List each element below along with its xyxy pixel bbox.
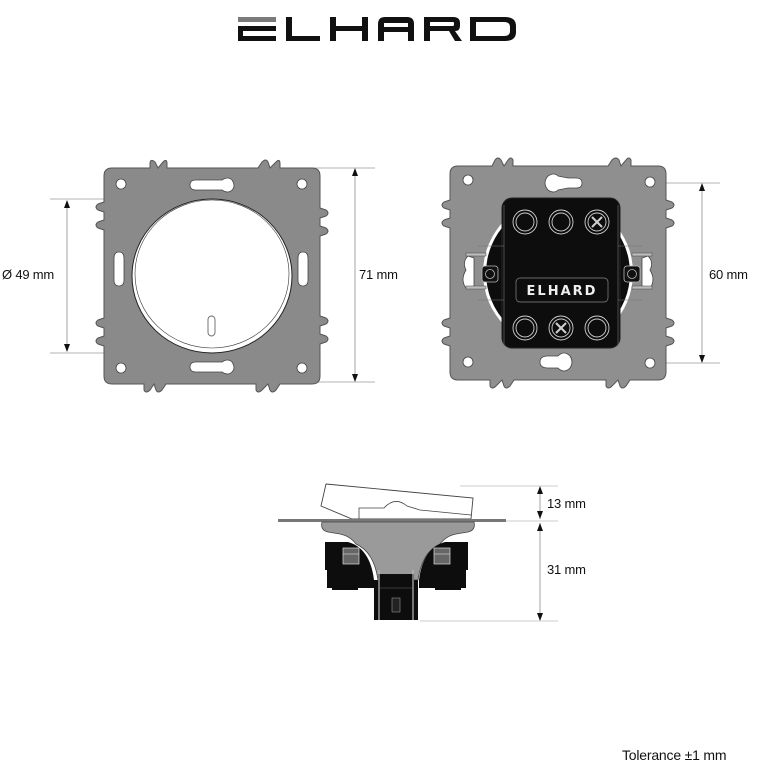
spring-icon	[391, 597, 401, 613]
front-view: Ø 49 mm 71 mm	[0, 150, 398, 400]
height-label: 71 mm	[359, 267, 398, 282]
tolerance-note: Tolerance ±1 mm	[622, 747, 727, 763]
mechanism-logo: ELHARD	[527, 284, 598, 299]
brand-logo	[236, 8, 520, 48]
diameter-label: Ø 49 mm	[2, 267, 55, 282]
depth-label: 31 mm	[547, 562, 586, 577]
back-view-drawing: ELHARD	[441, 157, 720, 389]
led-indicator-icon	[207, 315, 216, 337]
protrusion-label: 13 mm	[547, 496, 586, 511]
elhard-wordmark-icon	[238, 17, 516, 41]
front-view-drawing	[50, 159, 375, 393]
side-view: 13 mm 31 mm	[260, 470, 600, 630]
back-view: ELHARD 60 mm	[380, 150, 760, 400]
screw-icon	[555, 216, 603, 334]
side-view-drawing	[278, 483, 558, 622]
fixing-distance-label: 60 mm	[709, 267, 748, 282]
